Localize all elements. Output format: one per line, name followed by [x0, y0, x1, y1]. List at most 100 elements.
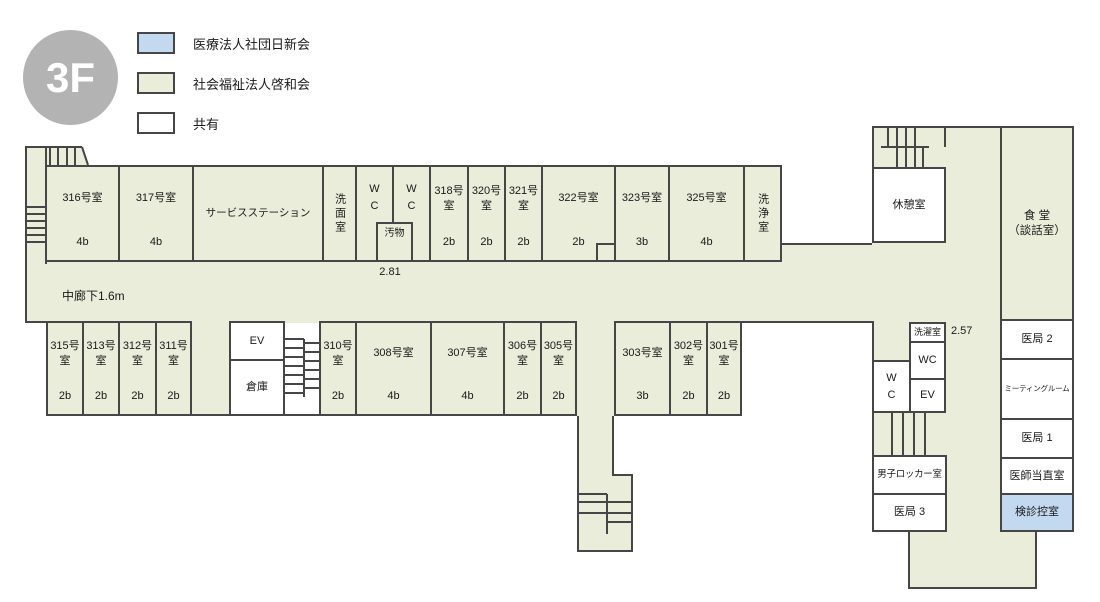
dimension-label: 2.57	[951, 325, 973, 337]
room-label: 検診控室	[1015, 506, 1059, 519]
room-washroom: 洗面室	[322, 165, 357, 262]
room-315: 315号室 2b	[46, 321, 84, 416]
room-beds: 2b	[167, 389, 180, 402]
room-beds: 2b	[552, 389, 565, 402]
room-label: 308号室	[373, 347, 414, 360]
room-label: 320号室	[471, 185, 502, 212]
room-doctor-office-3: 医局 3	[872, 493, 947, 532]
room-mens-locker: 男子ロッカー室	[872, 455, 947, 495]
room-beds: 2b	[572, 235, 585, 248]
room-label: 316号室	[62, 192, 103, 205]
room-label: 男子ロッカー室	[877, 468, 942, 480]
legend-label: 医療法人社団日新会	[193, 36, 311, 52]
room-label: 301号室	[709, 340, 739, 367]
room-beds: 2b	[517, 235, 530, 248]
room-label: W C	[886, 372, 897, 401]
stairwell-left-strip	[25, 146, 45, 321]
room-label: サービスステーション	[205, 206, 311, 219]
room-317: 317号室 4b	[118, 165, 194, 262]
room-322-closet	[596, 243, 616, 262]
room-label: 302号室	[673, 340, 704, 367]
room-doctor-office-2: 医局 2	[1000, 319, 1074, 360]
room-322: 322号室 2b	[541, 165, 616, 262]
stairwell-bottom-landing	[614, 474, 633, 552]
room-301: 301号室 2b	[706, 321, 742, 416]
room-label: 303号室	[622, 347, 663, 360]
room-label: 医局 1	[1021, 432, 1053, 445]
room-label: WC	[918, 354, 937, 367]
room-laundry: 洗濯室	[909, 322, 946, 343]
wall-segment	[612, 416, 614, 476]
room-beds: 4b	[461, 389, 474, 402]
floor-badge: 3F	[23, 30, 118, 125]
stairwell-bottom-shaft	[577, 416, 614, 552]
room-321: 321号室 2b	[504, 165, 543, 262]
room-label: 汚物	[384, 228, 405, 239]
room-label: 307号室	[447, 347, 488, 360]
room-label: 312号室	[122, 340, 153, 367]
room-beds: 2b	[131, 389, 144, 402]
room-label: 317号室	[135, 192, 177, 205]
room-wc-wing-2: W C	[872, 360, 911, 413]
room-label: 医師当直室	[1009, 469, 1065, 482]
room-elevator-main: EV	[229, 321, 285, 361]
room-beds: 4b	[149, 235, 163, 248]
room-service-station: サービスステーション	[192, 165, 324, 262]
dining-line2: （談話室）	[1008, 224, 1066, 237]
room-label: 洗濯室	[913, 326, 941, 337]
room-beds: 4b	[387, 389, 400, 402]
room-beds: 2b	[480, 235, 493, 248]
room-label: 323号室	[621, 192, 663, 205]
room-312: 312号室 2b	[118, 321, 157, 416]
room-313: 313号室 2b	[82, 321, 120, 416]
wall-segment	[872, 321, 874, 362]
room-label: 医局 2	[1021, 333, 1053, 346]
room-label: W C	[369, 183, 380, 212]
room-label: 医局 3	[893, 506, 926, 519]
wing-bottom-block	[908, 530, 1037, 589]
room-318: 318号室 2b	[429, 165, 469, 262]
room-label: 315号室	[50, 340, 80, 367]
room-beds: 2b	[331, 389, 345, 402]
corridor-label: 中廊下1.6m	[62, 289, 125, 303]
room-302: 302号室 2b	[669, 321, 708, 416]
room-beds: 4b	[700, 235, 713, 248]
room-label: 321号室	[508, 185, 539, 212]
room-311: 311号室 2b	[155, 321, 192, 416]
legend-swatch-white	[137, 112, 175, 134]
legend-item-welfare: 社会福祉法人啓和会	[137, 72, 310, 94]
wall-segment	[45, 146, 47, 264]
room-label: W C	[406, 183, 417, 212]
wall-segment	[872, 126, 874, 169]
room-beds: 2b	[516, 389, 529, 402]
room-307: 307号室 4b	[430, 321, 505, 416]
room-doctor-office-1: 医局 1	[1000, 418, 1074, 459]
room-beds: 3b	[635, 235, 649, 248]
room-label: ミーティングルーム	[1004, 384, 1070, 394]
room-label: 306号室	[507, 340, 538, 367]
room-label: 倉庫	[246, 381, 268, 394]
room-310: 310号室 2b	[319, 321, 357, 416]
room-316: 316号室 4b	[45, 165, 120, 262]
room-beds: 3b	[636, 389, 649, 402]
room-rest: 休憩室	[872, 167, 946, 243]
room-303: 303号室 3b	[614, 321, 671, 416]
room-label: EV	[249, 334, 265, 347]
room-rinse: 洗浄室	[743, 165, 782, 262]
legend-item-medical: 医療法人社団日新会	[137, 32, 310, 54]
room-elevator-wing: EV	[909, 378, 946, 413]
corridor-gap-center	[577, 321, 614, 416]
room-meeting: ミーティングルーム	[1000, 358, 1074, 420]
room-306: 306号室 2b	[503, 321, 542, 416]
room-label: 322号室	[558, 192, 599, 205]
room-beds: 2b	[94, 389, 108, 402]
room-305: 305号室 2b	[540, 321, 577, 416]
corridor-connection	[782, 243, 872, 323]
room-beds: 2b	[442, 235, 456, 248]
dimension-label: 2.81	[379, 266, 401, 278]
room-label: 311号室	[159, 340, 188, 367]
room-320: 320号室 2b	[467, 165, 506, 262]
room-label: 313号室	[86, 340, 116, 367]
legend-label: 社会福祉法人啓和会	[193, 76, 311, 92]
